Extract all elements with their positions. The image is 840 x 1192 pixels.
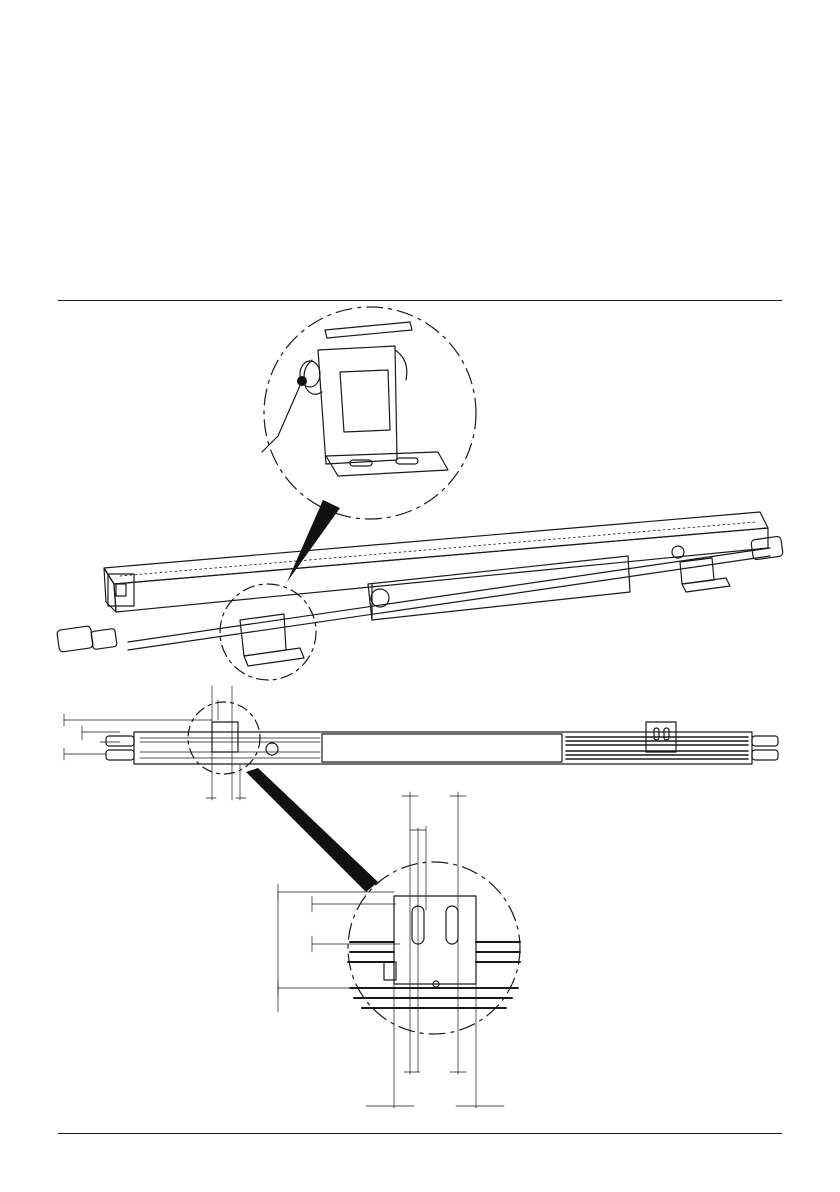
cable-upper — [128, 548, 770, 642]
bracket-detail-perspective — [262, 307, 476, 519]
right-coupler — [672, 546, 684, 558]
top-view-slot-r1 — [654, 728, 659, 740]
top-view-dimensions — [64, 686, 246, 800]
bracket-window — [340, 370, 390, 432]
bar-front-face — [114, 528, 768, 612]
top-view-connector-right-2 — [752, 750, 778, 760]
foot-slot-2 — [396, 458, 418, 464]
zoom-cone-bottom — [246, 768, 378, 892]
left-connector — [57, 626, 94, 653]
end-cap-connector — [116, 584, 126, 596]
led-row — [120, 522, 756, 576]
left-bracket-foot — [244, 648, 304, 666]
detail-dimensions — [278, 792, 504, 1108]
top-view-bracket-left — [212, 722, 238, 752]
detail-circle-fixture — [220, 584, 316, 680]
mid-coupler — [371, 589, 389, 607]
left-connector-nut — [91, 628, 117, 649]
top-view-connector-left-1 — [106, 736, 134, 746]
hinge-right — [395, 350, 407, 380]
detail-bracket-plate — [394, 896, 476, 984]
top-view-connector-right-1 — [752, 736, 778, 746]
bar-edge — [325, 322, 412, 338]
bracket-plate — [318, 346, 397, 464]
zoom-cone-top — [287, 500, 340, 582]
bar-top-face — [104, 512, 768, 584]
end-cap — [108, 574, 134, 606]
bracket-foot — [326, 452, 448, 476]
fixture-top-view — [64, 686, 778, 800]
detail-ribs — [348, 942, 520, 1008]
top-view-hole — [266, 743, 278, 755]
top-view-driver — [322, 734, 562, 762]
top-view-connector-left-2 — [106, 750, 134, 760]
top-view-slot-r2 — [664, 728, 669, 740]
detail-circle-top — [264, 307, 476, 519]
top-view-ribs-left — [140, 738, 320, 758]
right-bracket-foot — [682, 578, 730, 592]
cable-lower — [128, 556, 770, 650]
fixture-perspective — [57, 512, 784, 680]
detail-slot-2 — [446, 906, 458, 944]
